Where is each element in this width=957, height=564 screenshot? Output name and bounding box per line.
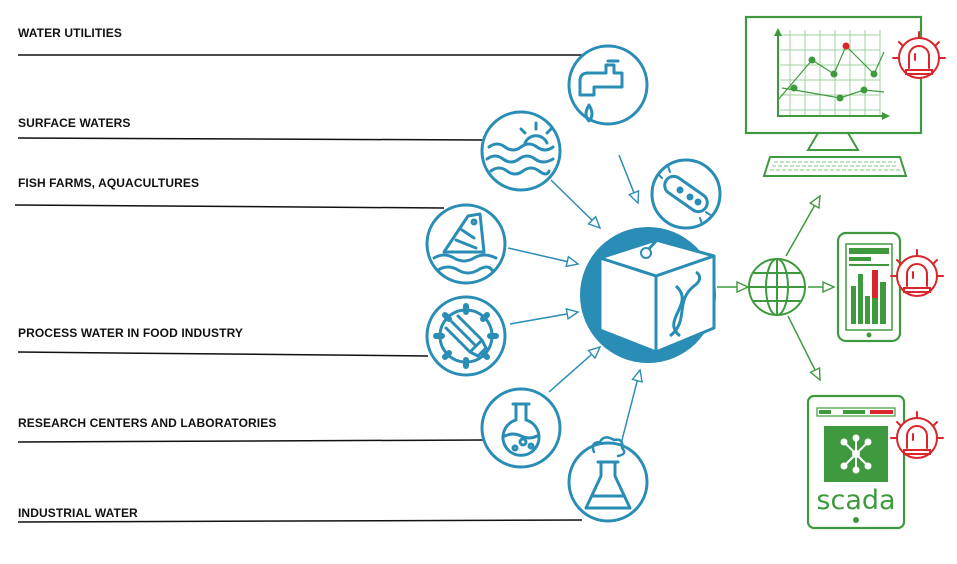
label-lines [14, 54, 583, 523]
arrow-industrial [620, 370, 640, 445]
alarm-siren-icon [892, 31, 946, 79]
flask-icon [480, 387, 562, 469]
alarm-siren-icon [890, 411, 944, 459]
label-water-utilities: WATER UTILITIES [18, 26, 122, 40]
label-research-centers: RESEARCH CENTERS AND LABORATORIES [18, 416, 277, 430]
input-arrows [507, 154, 640, 445]
scada-tablet-icon: scada [806, 394, 906, 530]
fish-icon [425, 203, 507, 285]
label-industrial-water: INDUSTRIAL WATER [18, 506, 138, 520]
sun-waves-icon [480, 110, 562, 192]
arrow-water-utilities [618, 154, 638, 203]
arrow-to-monitor [785, 196, 820, 257]
line-surface-waters [17, 137, 484, 141]
line-industrial [17, 519, 583, 523]
globe-icon [748, 258, 806, 316]
arrow-to-tablet [787, 315, 820, 380]
output-arrows [785, 196, 834, 380]
fork-gear-icon [425, 295, 507, 377]
industrial-flask-icon [567, 436, 649, 523]
arrow-process-water [509, 312, 578, 325]
analyzer-box-icon [580, 227, 716, 363]
monitor-chart-icon [744, 15, 923, 177]
arrow-fish-farms [507, 247, 578, 264]
mobile-app-icon [836, 231, 902, 343]
line-process-water [17, 351, 429, 357]
bacteria-icon [650, 158, 722, 230]
scada-logo-text: scada [816, 485, 895, 516]
line-fish-farms [14, 204, 445, 209]
line-research [17, 439, 484, 443]
arrow-research [548, 347, 600, 393]
arrow-surface-waters [550, 179, 600, 228]
label-process-water: PROCESS WATER IN FOOD INDUSTRY [18, 326, 244, 340]
label-surface-waters: SURFACE WATERS [18, 116, 131, 130]
label-fish-farms: FISH FARMS, AQUACULTURES [18, 176, 200, 190]
water-tap-icon [567, 44, 649, 126]
alarm-siren-icon [890, 249, 944, 297]
